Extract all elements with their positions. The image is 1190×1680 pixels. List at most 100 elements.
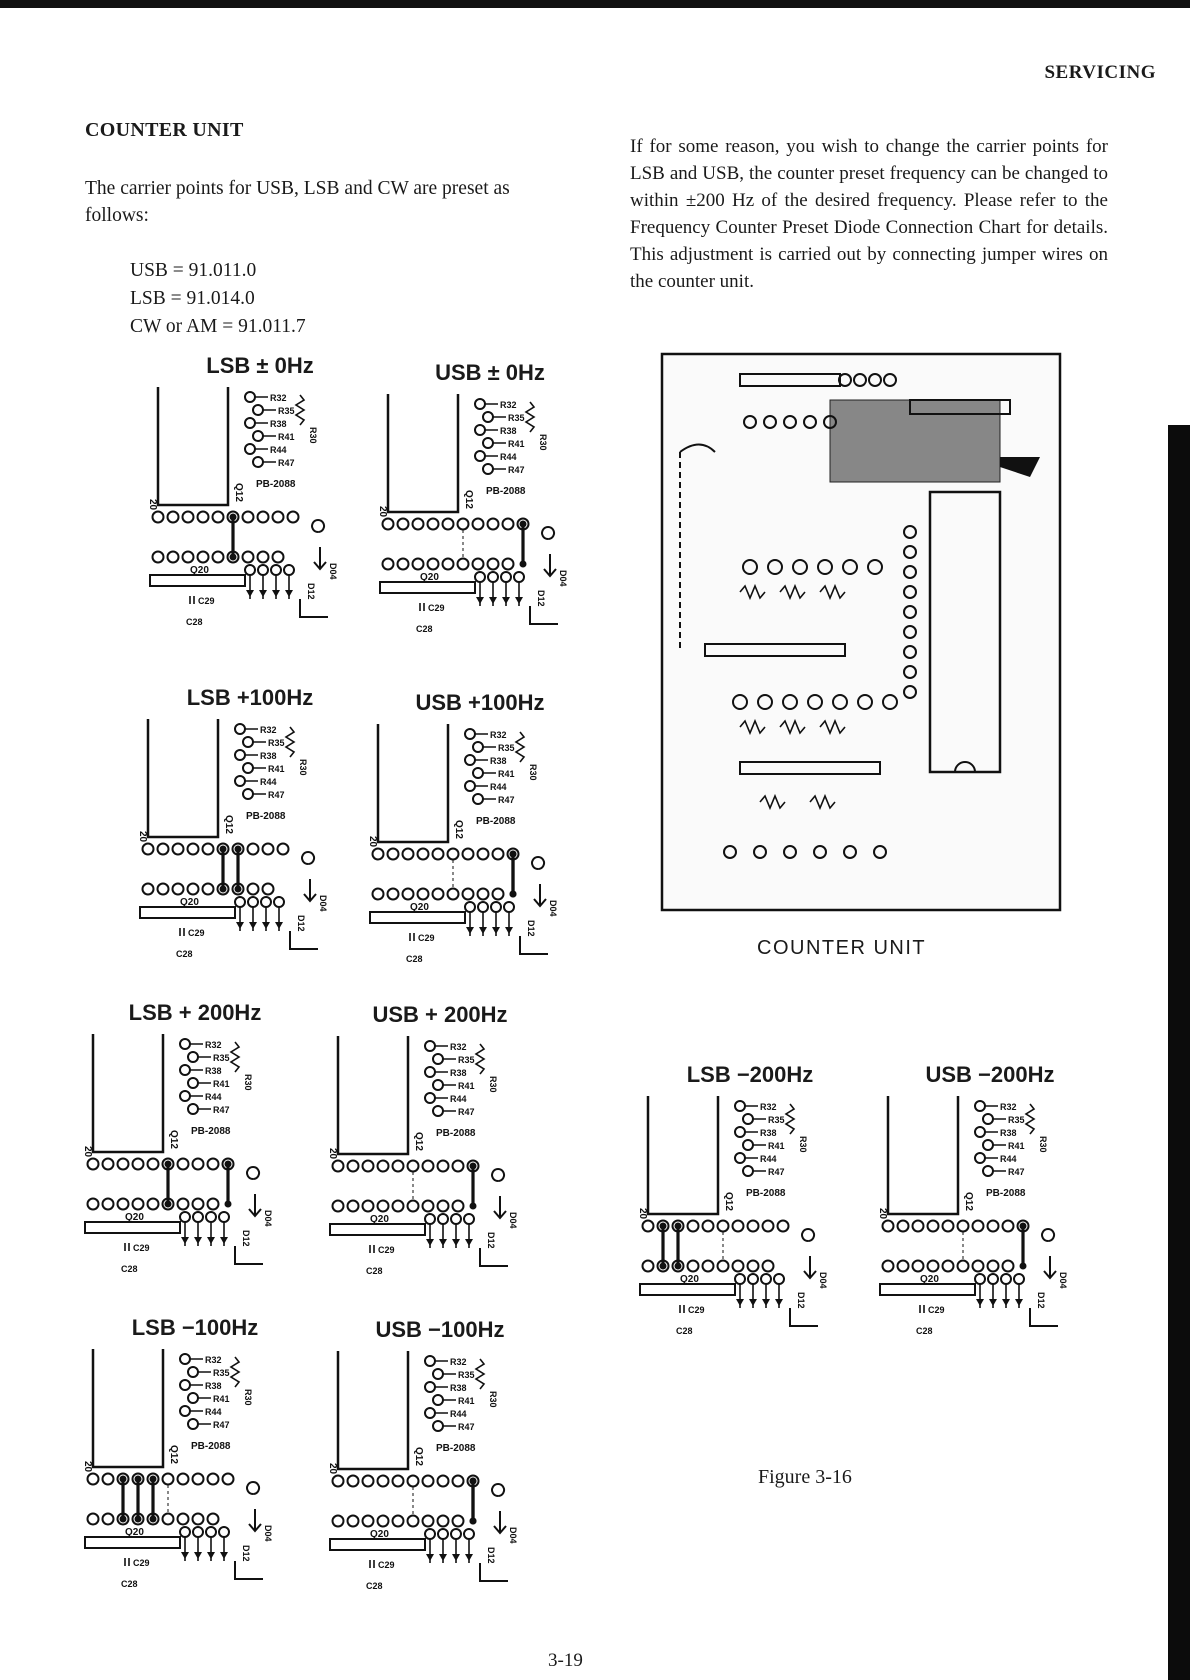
instructions-paragraph: If for some reason, you wish to change t… bbox=[630, 136, 1108, 292]
resistor-pad bbox=[179, 1353, 191, 1365]
resistor-pad bbox=[982, 1113, 994, 1125]
socket-pad bbox=[256, 510, 270, 524]
resistor-label: R44 bbox=[450, 1409, 467, 1419]
resistor-pad bbox=[179, 1379, 191, 1391]
resistor-label: R47 bbox=[498, 795, 515, 805]
resistor-label: R35 bbox=[498, 743, 515, 753]
resistor-r30-symbol bbox=[294, 394, 306, 426]
section-header: SERVICING bbox=[1044, 62, 1156, 83]
section-title: COUNTER UNIT bbox=[85, 119, 244, 141]
d04-label: D04 bbox=[1058, 1272, 1068, 1289]
resistor-pad bbox=[432, 1053, 444, 1065]
socket-pad bbox=[411, 517, 425, 531]
socket-pad bbox=[116, 1157, 130, 1171]
socket-pad bbox=[411, 557, 425, 571]
resistor-label: R44 bbox=[260, 777, 277, 787]
resistor-label: R32 bbox=[1000, 1102, 1017, 1112]
diode-arrow bbox=[515, 597, 523, 604]
socket-pad bbox=[346, 1474, 360, 1488]
d12-label: D12 bbox=[296, 915, 306, 932]
resistor-pad bbox=[734, 1100, 746, 1112]
jumper-end bbox=[469, 1202, 477, 1210]
socket-pad bbox=[386, 887, 400, 901]
resistor-pad bbox=[244, 391, 256, 403]
c28-label: C28 bbox=[121, 1579, 138, 1589]
socket-pad bbox=[971, 1219, 985, 1233]
socket-pad bbox=[221, 1472, 235, 1486]
pcb-label: PB-2088 bbox=[436, 1128, 476, 1139]
diode-pad bbox=[244, 564, 256, 576]
q20-label: Q20 bbox=[190, 565, 209, 576]
d04-label: D04 bbox=[548, 900, 558, 917]
socket-pad bbox=[391, 1514, 405, 1528]
resistor-pad bbox=[252, 456, 264, 468]
socket-pad bbox=[421, 1514, 435, 1528]
socket-pad bbox=[391, 1159, 405, 1173]
resistor-pad bbox=[472, 767, 484, 779]
diode-pad bbox=[500, 571, 512, 583]
resistor-pad bbox=[742, 1113, 754, 1125]
q20-outline bbox=[369, 911, 466, 924]
resistor-label: R35 bbox=[268, 738, 285, 748]
d04-symbol bbox=[541, 526, 557, 578]
socket-pad bbox=[186, 882, 200, 896]
socket-pad bbox=[406, 1159, 420, 1173]
resistor-label: R41 bbox=[458, 1081, 475, 1091]
c29-label: C29 bbox=[928, 1305, 945, 1315]
diode-arrow bbox=[220, 1237, 228, 1244]
socket-pad bbox=[86, 1197, 100, 1211]
socket-pad bbox=[456, 517, 470, 531]
socket-pad bbox=[441, 557, 455, 571]
resistor-pad bbox=[179, 1090, 191, 1102]
top-border-bar bbox=[0, 0, 1190, 8]
diode-arrow bbox=[246, 590, 254, 597]
pin-20-label: 20 bbox=[877, 1208, 888, 1220]
jumper-end bbox=[164, 1160, 172, 1168]
socket-pad bbox=[881, 1259, 895, 1273]
resistor-r30-symbol bbox=[284, 726, 296, 758]
resistor-label: R41 bbox=[498, 769, 515, 779]
socket-pad bbox=[101, 1512, 115, 1526]
q20-outline bbox=[84, 1536, 181, 1549]
socket-pad bbox=[701, 1259, 715, 1273]
socket-pad bbox=[151, 510, 165, 524]
resistor-pad bbox=[432, 1420, 444, 1432]
diode-pad bbox=[247, 896, 259, 908]
diode-arrow bbox=[489, 597, 497, 604]
resistor-pad bbox=[424, 1040, 436, 1052]
c28-label: C28 bbox=[416, 624, 433, 634]
diode-arrow bbox=[502, 597, 510, 604]
d12-label: D12 bbox=[1036, 1292, 1046, 1309]
socket-pad bbox=[471, 517, 485, 531]
socket-pad bbox=[191, 1512, 205, 1526]
resistor-label: R38 bbox=[450, 1383, 467, 1393]
diode-pad bbox=[513, 571, 525, 583]
socket-pad bbox=[101, 1472, 115, 1486]
diode-arrow bbox=[181, 1552, 189, 1559]
socket-pad bbox=[211, 510, 225, 524]
socket-pad bbox=[971, 1259, 985, 1273]
pcb-label: PB-2088 bbox=[746, 1188, 786, 1199]
q20-outline bbox=[379, 581, 476, 594]
resistor-pad bbox=[179, 1405, 191, 1417]
resistor-label: R41 bbox=[768, 1141, 785, 1151]
socket-pad bbox=[331, 1159, 345, 1173]
resistor-r30-symbol bbox=[229, 1356, 241, 1388]
pin-20-label: 20 bbox=[82, 1461, 93, 1473]
socket-pad bbox=[211, 550, 225, 564]
socket-pad bbox=[881, 1219, 895, 1233]
socket-pad bbox=[186, 842, 200, 856]
diode-diagram-title: LSB −100Hz bbox=[131, 1315, 259, 1340]
socket-pad bbox=[346, 1199, 360, 1213]
socket-pad bbox=[941, 1259, 955, 1273]
resistor-pad bbox=[464, 728, 476, 740]
ic-label: Q12 bbox=[963, 1192, 974, 1211]
ic-label: Q12 bbox=[413, 1447, 424, 1466]
socket-pad bbox=[416, 887, 430, 901]
page-number: 3-19 bbox=[548, 1650, 583, 1671]
d04-symbol bbox=[246, 1166, 262, 1218]
socket-pad bbox=[986, 1219, 1000, 1233]
diode-arrow bbox=[207, 1552, 215, 1559]
socket-pad bbox=[451, 1474, 465, 1488]
